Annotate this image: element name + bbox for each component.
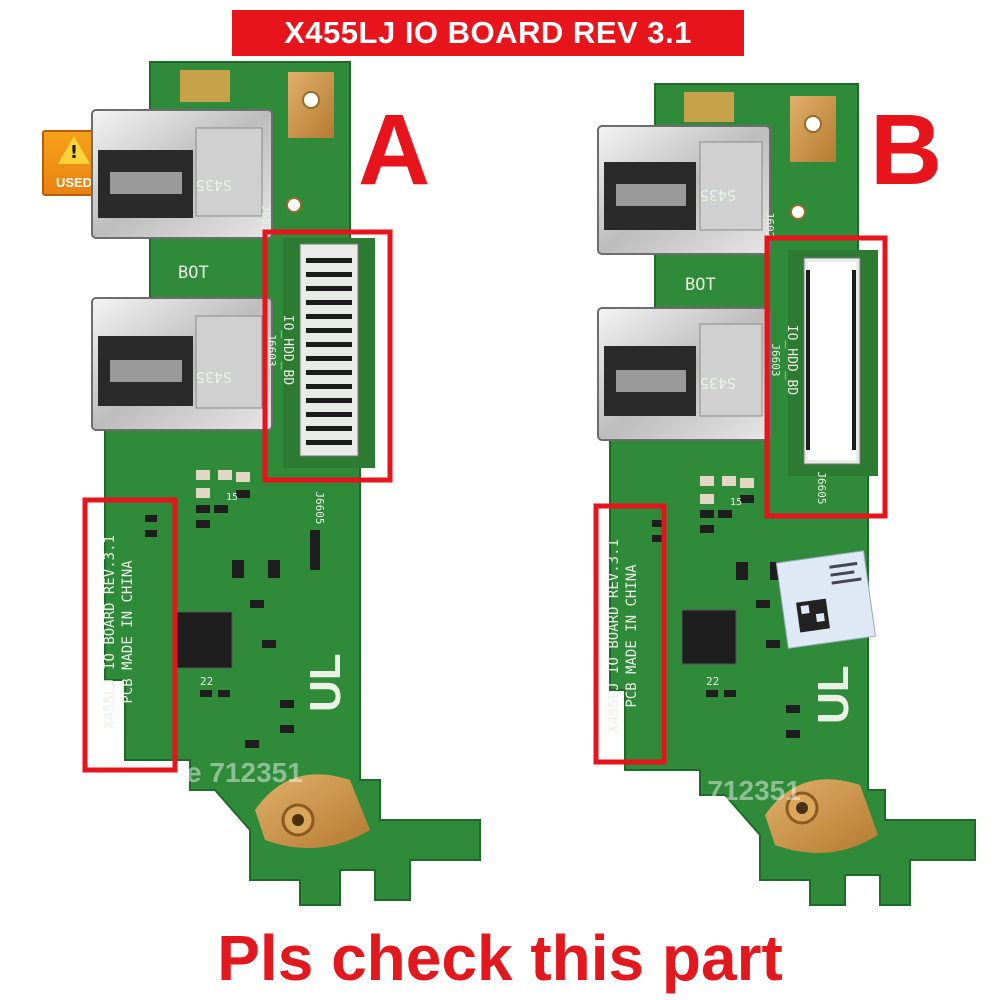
- usb-port-bottom-a: [91, 297, 273, 431]
- ic-chip-b: [681, 609, 737, 665]
- fpc-connector-a: [283, 238, 375, 468]
- barcode-sticker-b: [775, 550, 877, 649]
- highlight-connector-b: [764, 235, 888, 519]
- bottom-caption: Pls check this part: [217, 922, 783, 994]
- warning-icon: [58, 136, 90, 164]
- variant-label-a: A: [358, 94, 431, 206]
- silk-ref-top-b: J602: [763, 212, 776, 239]
- silk-connector-label-b: IO_HDD_BD: [784, 325, 799, 396]
- silk-bot-b: BOT: [685, 275, 716, 295]
- silk-pin-number-b: 22: [706, 675, 719, 688]
- silk-part-mark-b: 15: [730, 497, 742, 508]
- silk-ref-bottom-b: J6605: [815, 471, 828, 504]
- board-a-pcb: [104, 61, 481, 906]
- silk-port-code-b-bottom: S435: [700, 374, 736, 392]
- highlight-connector-a: [262, 229, 393, 483]
- silk-pin-number-a: 22: [200, 675, 213, 688]
- board-b-pcb: [609, 83, 976, 906]
- silk-port-code-a-bottom: S435: [196, 368, 232, 386]
- silk-ref-bottom-a: J6605: [313, 491, 326, 524]
- silk-ref-top-a: J602: [259, 205, 272, 232]
- silk-bot-a: BOT: [178, 263, 209, 283]
- usb-port-bottom-b: [597, 307, 771, 441]
- usb-port-top-a: [91, 109, 273, 239]
- svg-text:UL: UL: [809, 665, 858, 724]
- board-b: UL BOT S435 S435 IO_HDD_BD J6603 J602 J6…: [593, 83, 976, 906]
- silk-port-code-a-top: S435: [196, 176, 232, 194]
- ic-chip-a: [175, 611, 233, 669]
- silk-connector-label-a: IO_HDD_BD: [280, 315, 295, 386]
- silk-board-line2-b: PCB MADE IN CHINA: [624, 564, 640, 708]
- fpc-connector-b: [788, 250, 878, 476]
- svg-text:UL: UL: [301, 653, 350, 712]
- title-banner: X455LJ IO BOARD REV 3.1: [232, 10, 744, 56]
- usb-port-top-b: [597, 125, 771, 255]
- watermark-b: Store 712351: [628, 775, 801, 806]
- silk-port-code-b-top: S435: [700, 186, 736, 204]
- board-a: UL BOT S435 S435 IO_HDD_BD J6603 J602 J6…: [82, 61, 481, 906]
- silk-board-line1-a: X455LJ IO BOARD REV.3.1: [102, 535, 118, 729]
- silk-connector-ref-a: J6603: [265, 333, 278, 366]
- silk-board-line2-a: PCB MADE IN CHINA: [120, 560, 136, 704]
- silk-part-mark-a: 15: [226, 492, 238, 503]
- silk-connector-ref-b: J6603: [769, 343, 782, 376]
- variant-label-b: B: [870, 94, 943, 206]
- highlight-board-text-b: [593, 503, 667, 765]
- highlight-board-text-a: [82, 497, 178, 773]
- silk-board-line1-b: X455LJ IO BOARD REV.3.1: [606, 539, 622, 733]
- used-badge-label: USED: [55, 175, 93, 190]
